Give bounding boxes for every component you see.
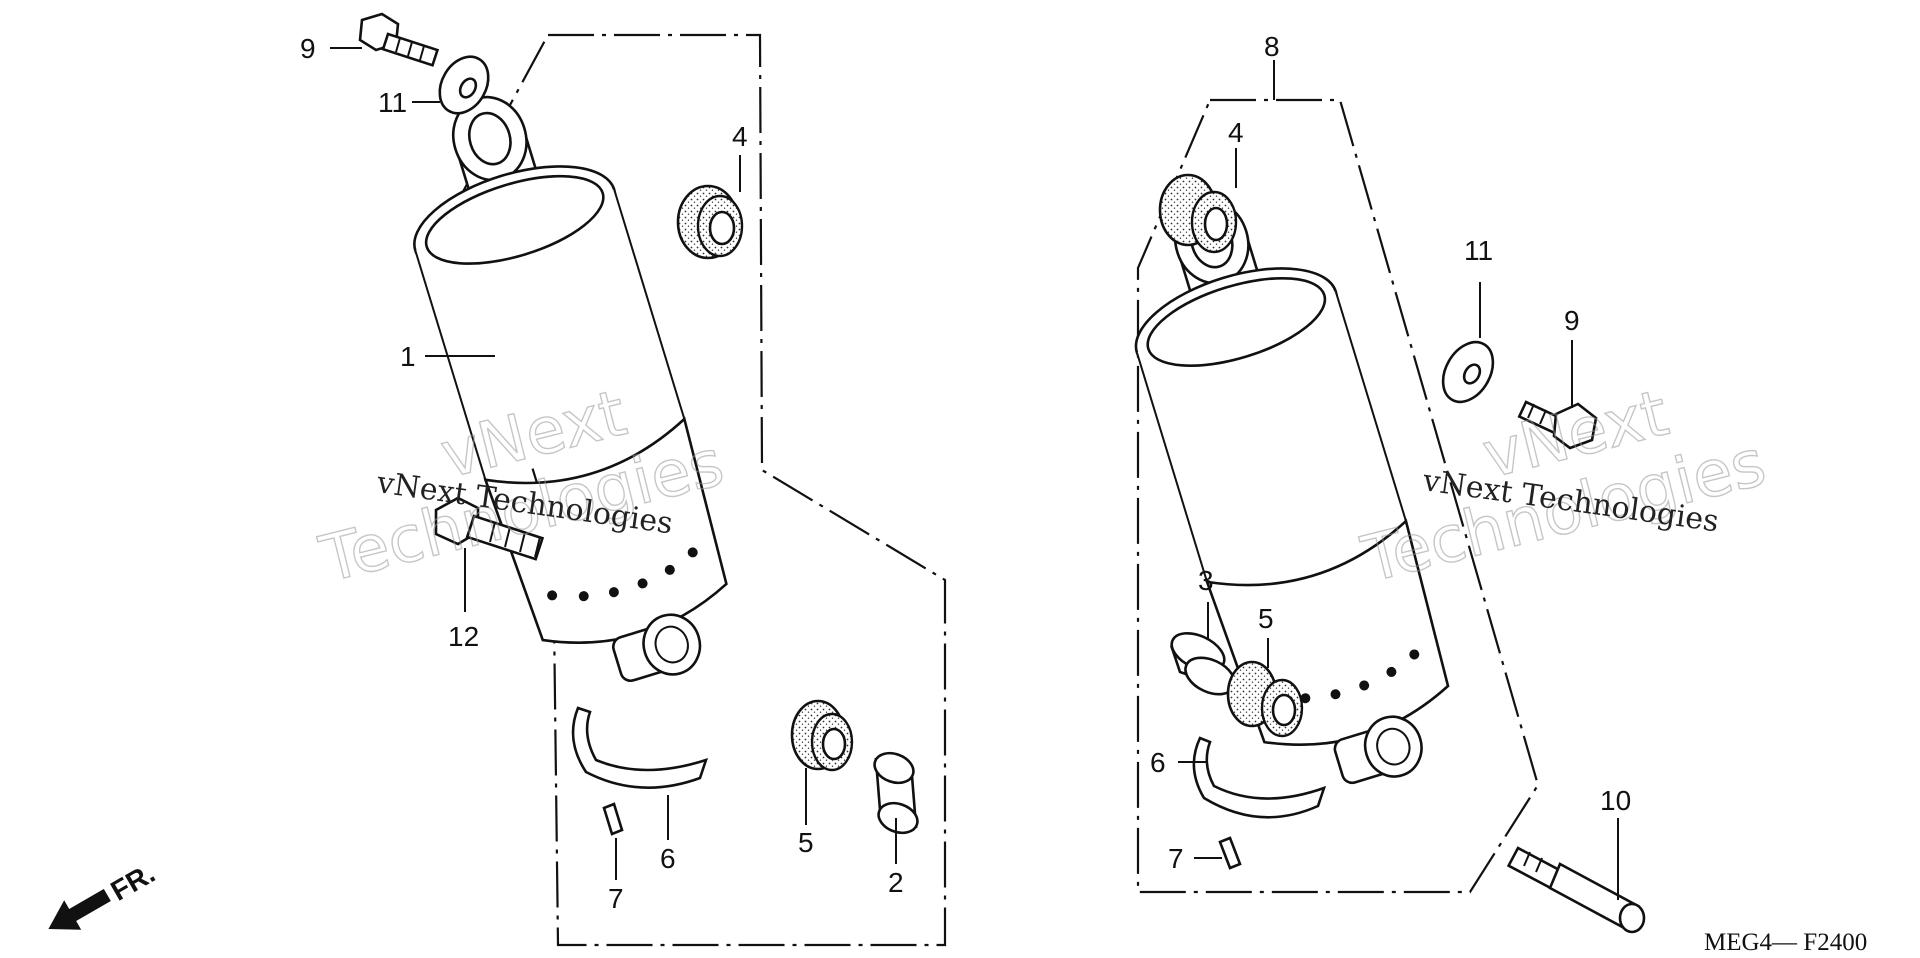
small-clip-icon xyxy=(1218,836,1242,870)
long-bolt-icon xyxy=(434,496,545,561)
collar-icon xyxy=(1169,631,1236,696)
clip-band-icon xyxy=(571,706,709,789)
callout-3: 3 xyxy=(1198,565,1214,596)
stud-bolt-icon xyxy=(1506,846,1646,934)
diagram-code: MEG4— F2400 xyxy=(1704,929,1867,956)
front-direction-arrow: FR. xyxy=(48,857,161,930)
callout-7: 7 xyxy=(1168,843,1184,874)
washer-icon xyxy=(438,55,490,115)
clip-band-icon xyxy=(1192,736,1327,819)
watermark-right: vNext Technologies vNext Technologies xyxy=(1354,376,1773,599)
callout-9: 9 xyxy=(1564,305,1580,336)
callout-10: 10 xyxy=(1600,785,1631,816)
callout-6: 6 xyxy=(660,843,676,874)
washer-icon xyxy=(1441,340,1495,404)
small-clip-icon xyxy=(602,802,624,836)
callout-11: 11 xyxy=(378,87,407,118)
right-assembly: 8 4 11 9 3 5 6 7 10 xyxy=(1134,31,1646,934)
callout-2: 2 xyxy=(888,867,904,898)
bushing-icon xyxy=(1226,660,1304,738)
left-assembly: 9 11 4 1 12 6 7 5 2 xyxy=(300,12,947,947)
callout-5: 5 xyxy=(798,827,814,858)
callout-11: 11 xyxy=(1464,235,1493,266)
bushing-icon xyxy=(676,184,744,260)
left-shock-absorber xyxy=(413,95,728,683)
callout-5: 5 xyxy=(1258,603,1274,634)
right-assembly-frame xyxy=(1136,98,1540,894)
bushing-icon xyxy=(790,699,854,772)
callout-9: 9 xyxy=(300,33,316,64)
bushing-icon xyxy=(1158,173,1238,254)
callout-4: 4 xyxy=(732,121,748,152)
direction-label: FR. xyxy=(106,857,161,906)
arrow-left-icon xyxy=(48,888,111,930)
callout-12: 12 xyxy=(448,621,479,652)
callout-6: 6 xyxy=(1150,747,1166,778)
callout-8: 8 xyxy=(1264,31,1280,62)
callout-1: 1 xyxy=(400,341,416,372)
bolt-icon xyxy=(1517,400,1598,450)
callout-4: 4 xyxy=(1228,117,1244,148)
collar-icon xyxy=(873,751,919,835)
callout-7: 7 xyxy=(608,883,624,914)
bolt-icon xyxy=(358,12,440,67)
